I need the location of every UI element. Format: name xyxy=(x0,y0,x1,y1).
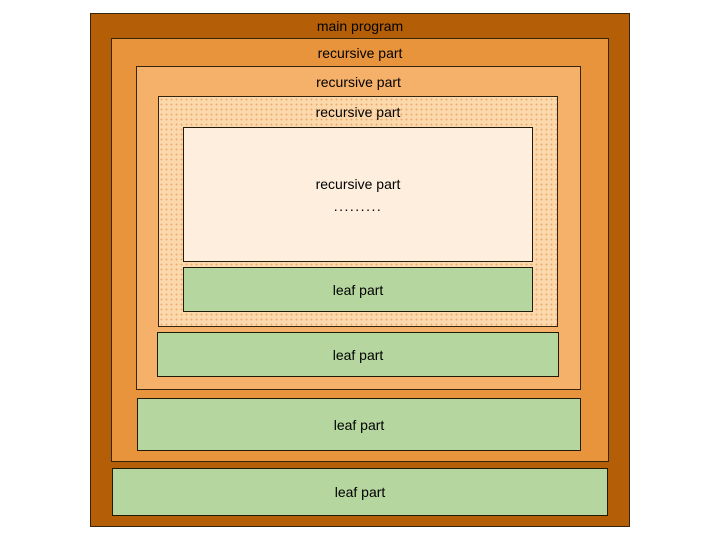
leaf-part-label-3: leaf part xyxy=(333,416,385,433)
recursive-box-1: recursive part recursive part recursive … xyxy=(111,38,609,462)
leaf-part-box-1: leaf part xyxy=(183,267,533,312)
leaf-part-box-4: leaf part xyxy=(112,468,608,516)
main-program-label: main program xyxy=(316,18,404,34)
recursive-box-2: recursive part recursive part recursive … xyxy=(136,66,581,390)
recursive-box-3: recursive part recursive part ......... … xyxy=(158,96,558,327)
recursive-box-4: recursive part ......... xyxy=(183,127,533,262)
leaf-part-box-2: leaf part xyxy=(157,332,559,377)
recursive-label-2: recursive part xyxy=(316,74,401,90)
leaf-part-label-2: leaf part xyxy=(332,346,384,363)
recursive-label-3: recursive part xyxy=(315,104,401,120)
recursive-label-1: recursive part xyxy=(317,45,403,61)
main-program-box: main program recursive part recursive pa… xyxy=(90,13,630,527)
recursion-ellipsis: ......... xyxy=(333,197,383,214)
recursive-label-4: recursive part xyxy=(315,175,401,192)
leaf-part-label-4: leaf part xyxy=(334,484,386,500)
leaf-part-box-3: leaf part xyxy=(137,398,581,451)
leaf-part-label-1: leaf part xyxy=(332,281,384,298)
